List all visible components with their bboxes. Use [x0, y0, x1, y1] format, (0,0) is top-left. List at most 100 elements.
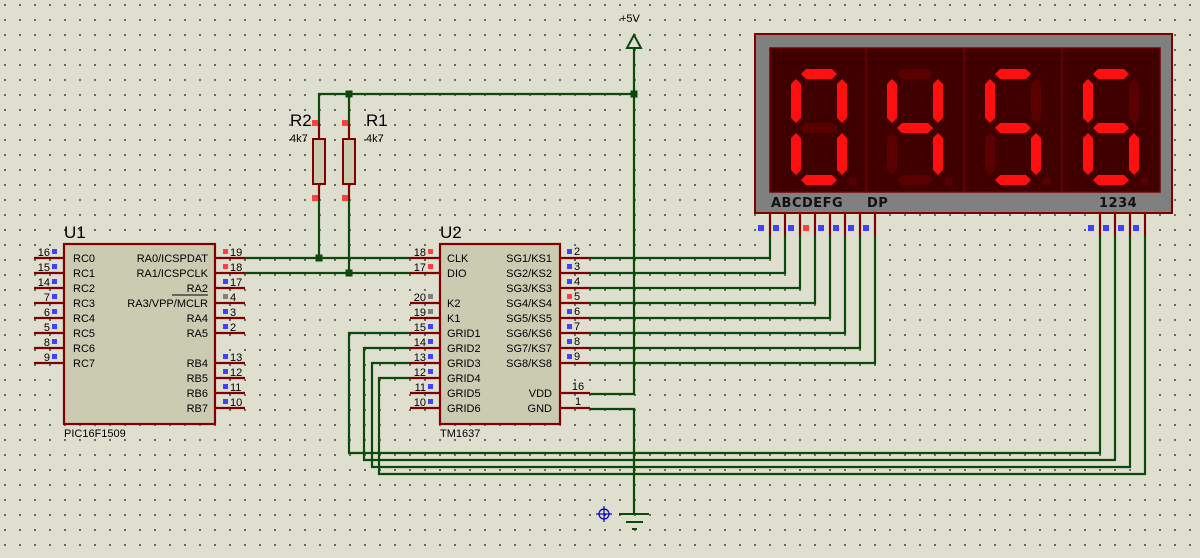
- segment-a: [801, 69, 837, 79]
- u1-pin-name: RB4: [187, 358, 208, 370]
- wire-seg[interactable]: [590, 235, 787, 275]
- u2-pin-number: 6: [574, 306, 580, 318]
- segment-g: [995, 123, 1031, 133]
- u1-pin-number: 9: [44, 352, 50, 364]
- segment-b: [1031, 79, 1041, 123]
- u2-pin-number: 14: [414, 337, 426, 349]
- wire-seg[interactable]: [590, 235, 817, 305]
- pin-state-indicator: [567, 309, 572, 314]
- u1-pin-name: RA0/ICSPDAT: [137, 253, 209, 265]
- u1-pin-number: 5: [44, 322, 50, 334]
- pin-state-indicator: [758, 225, 764, 231]
- u1-pin-number: 6: [44, 307, 50, 319]
- u2-pin-number: 11: [415, 382, 426, 394]
- pin-state-indicator: [223, 249, 228, 254]
- pin-state-indicator: [428, 399, 433, 404]
- u1-pin-name: RA2: [187, 283, 208, 295]
- decimal-point: [945, 178, 952, 185]
- resistor-body: [312, 138, 326, 185]
- u1-pin-name: RC7: [73, 358, 95, 370]
- u2-pin-name: K2: [447, 298, 460, 310]
- wire-grid[interactable]: [362, 235, 1117, 462]
- u2-pin-name: SG7/KS7: [506, 343, 552, 355]
- wire-seg[interactable]: [590, 235, 862, 350]
- pin-state-indicator: [567, 264, 572, 269]
- power-arrow-icon: [625, 32, 643, 49]
- u2-pin-name: SG2/KS2: [506, 268, 552, 280]
- u2-pin-name: CLK: [447, 253, 469, 265]
- pin-state-indicator: [312, 120, 318, 126]
- wire-grid[interactable]: [370, 235, 1132, 469]
- u2-pin-name: SG8/KS8: [506, 358, 552, 370]
- u1-pin-name: RC4: [73, 313, 95, 325]
- u2-pin-number: 7: [574, 321, 580, 333]
- decimal-point: [849, 178, 856, 185]
- u1-ref: U1: [64, 223, 86, 242]
- junction-dot: [315, 254, 323, 262]
- u1-pin-number: 13: [230, 352, 242, 364]
- segment-c: [933, 133, 943, 175]
- u2-pin-name: GRID1: [447, 328, 481, 340]
- origin-marker-icon: [596, 506, 612, 522]
- u2-pin-name: K1: [447, 313, 460, 325]
- u2-pin-name: VDD: [529, 388, 552, 400]
- pin-state-indicator: [567, 324, 572, 329]
- u1-pin-number: 15: [38, 262, 50, 274]
- pin-state-indicator: [52, 249, 57, 254]
- pin-state-indicator: [788, 225, 794, 231]
- wire-seg[interactable]: [590, 235, 832, 320]
- seven-segment-display[interactable]: ABCDEFG DP 1234: [754, 33, 1173, 235]
- u2-pin-name: SG5/KS5: [506, 313, 552, 325]
- pin-state-indicator: [1088, 225, 1094, 231]
- wire-grid[interactable]: [347, 235, 1102, 455]
- wire-seg[interactable]: [590, 235, 772, 260]
- u1-pin-number: 4: [230, 292, 236, 304]
- pin-state-indicator: [1118, 225, 1124, 231]
- pin-state-indicator: [52, 324, 57, 329]
- u2-pin-number: 17: [414, 262, 426, 274]
- segment-d: [801, 175, 837, 185]
- segment-a: [1093, 69, 1129, 79]
- u2-pin-name: SG6/KS6: [506, 328, 552, 340]
- pin-state-indicator: [567, 354, 572, 359]
- r1-ref: R1: [366, 111, 388, 130]
- wire-gnd[interactable]: [590, 407, 636, 514]
- wire-vdd[interactable]: [590, 48, 636, 396]
- ground-terminal[interactable]: [619, 513, 649, 530]
- pin-state-indicator: [52, 264, 57, 269]
- wire-seg[interactable]: [590, 235, 877, 365]
- digit-1: [791, 69, 856, 185]
- pin-state-indicator: [52, 279, 57, 284]
- u1-pin-name: RB5: [187, 373, 208, 385]
- resistor-r1[interactable]: R1 4k7: [342, 111, 388, 201]
- u2-pin-number: 16: [572, 381, 584, 393]
- power-terminal-5v[interactable]: +5V: [620, 13, 643, 49]
- pin-state-indicator: [223, 399, 228, 404]
- segment-f: [791, 79, 801, 123]
- u2-pin-name: GRID5: [447, 388, 481, 400]
- pin-state-indicator: [1103, 225, 1109, 231]
- wire-grid[interactable]: [377, 235, 1147, 476]
- segment-b: [1129, 79, 1139, 123]
- pin-state-indicator: [848, 225, 854, 231]
- wire-seg[interactable]: [590, 235, 847, 335]
- segment-e: [791, 133, 801, 175]
- resistor-r2[interactable]: R2 4k7: [290, 111, 326, 201]
- wire-5v-r2[interactable]: [317, 92, 634, 123]
- u2-part: TM1637: [440, 428, 480, 440]
- u2-pin-number: 3: [574, 261, 580, 273]
- segment-a: [995, 69, 1031, 79]
- u1-pin-number: 19: [230, 247, 242, 259]
- u2-pin-number: 9: [574, 351, 580, 363]
- u1-pin-number: 14: [38, 277, 50, 289]
- segment-d: [1093, 175, 1129, 185]
- junction-dot: [630, 90, 638, 98]
- wire-seg[interactable]: [590, 235, 802, 290]
- u2-pin-name: SG4/KS4: [506, 298, 552, 310]
- u2-ref: U2: [440, 223, 462, 242]
- pin-state-indicator: [428, 294, 433, 299]
